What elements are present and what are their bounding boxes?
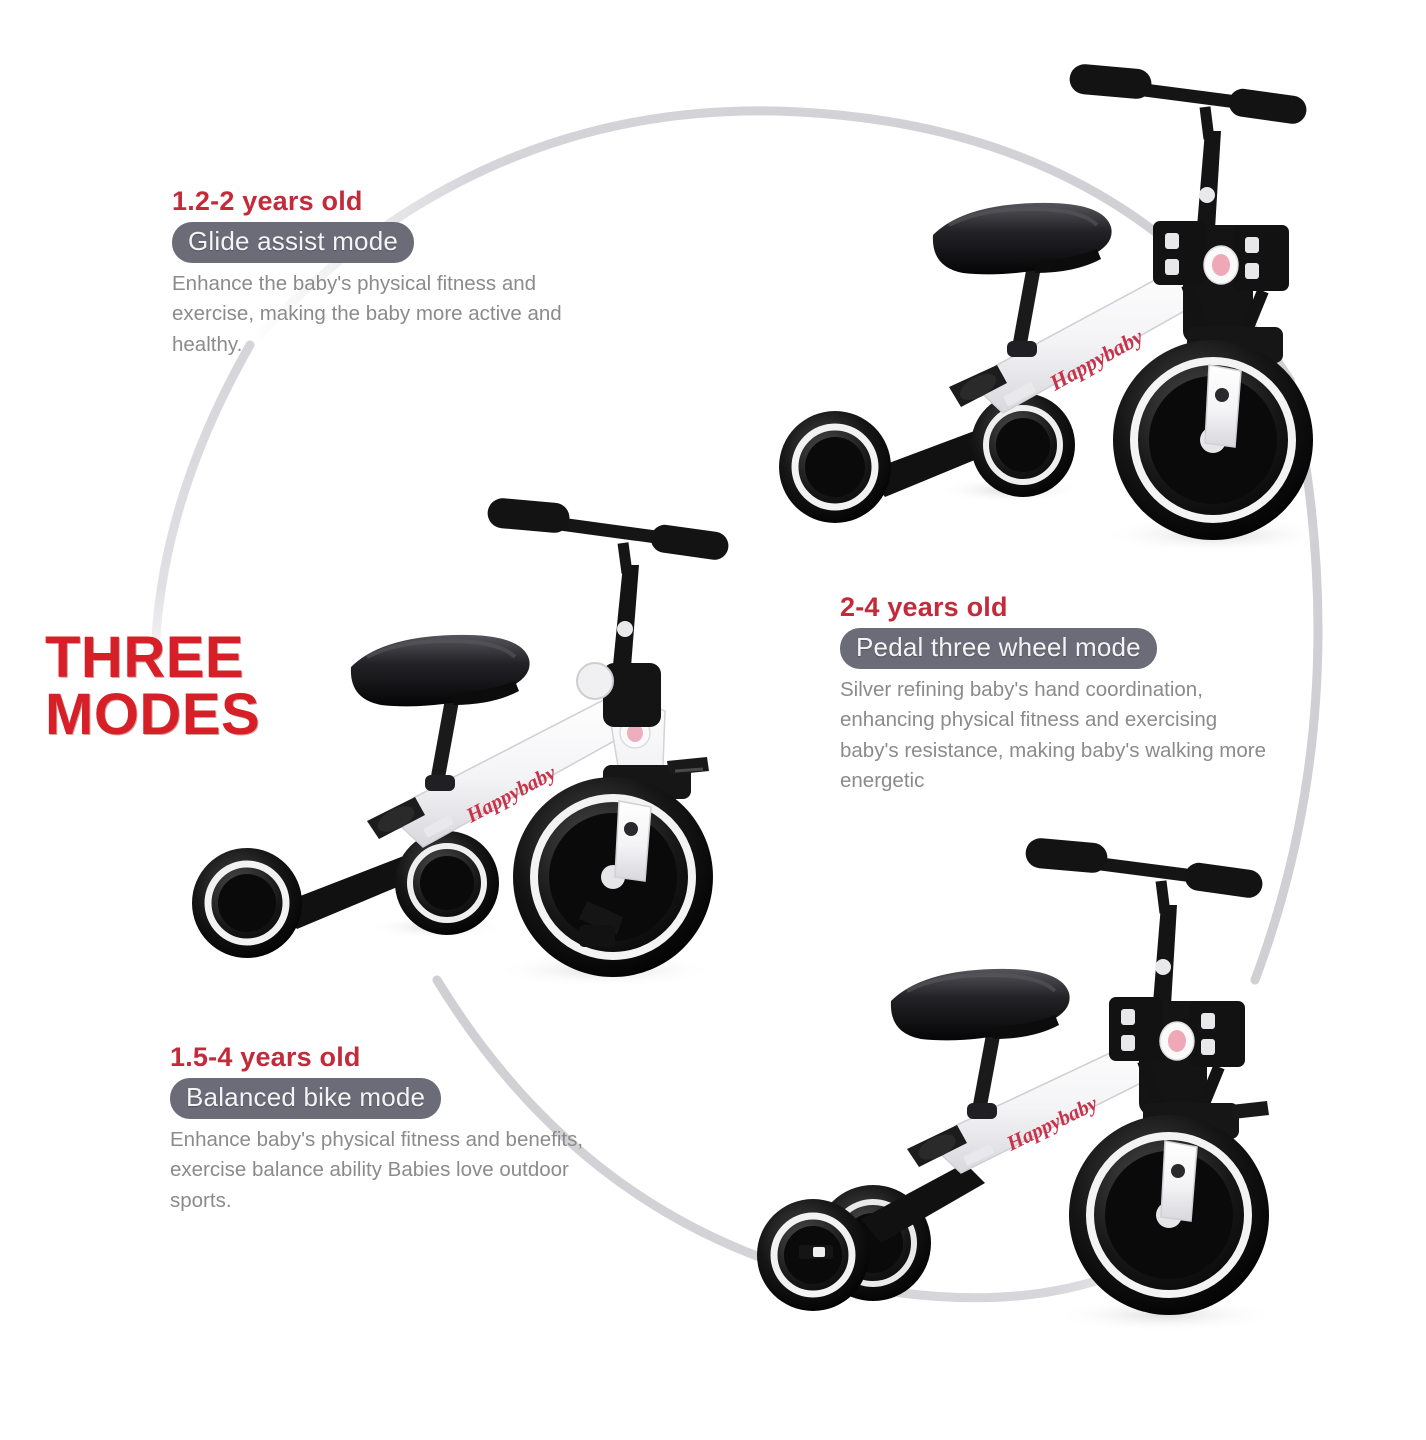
title-line-1: THREE [45,625,245,690]
handlebar [1069,64,1307,140]
front-wheel [513,777,713,977]
mode-age-glide: 1.2-2 years old [172,186,363,216]
product-image-pedal-mode: Happybaby [175,465,750,995]
rear-wheel-right [971,393,1075,497]
mode-badge-balance: Balanced bike mode [170,1078,442,1119]
mode-badge-glide: Glide assist mode [172,222,415,263]
rear-wheel-left [779,411,891,523]
page-title: THREE MODES [45,625,261,747]
rear-wheel-left [192,848,302,958]
title-line-2: MODES [45,681,261,747]
handlebar [1025,838,1263,914]
handlebar [487,498,729,574]
product-image-glide-mode: Happybaby [735,35,1335,565]
mode-desc-pedal: Silver refining baby's hand coordination… [840,678,1266,792]
mode-block-glide: 1.2-2 years old Glide assist mode Enhanc… [172,186,592,360]
seat [890,968,1070,1041]
mode-block-balance: 1.5-4 years old Balanced bike mode Enhan… [170,1042,590,1216]
mode-desc-balance: Enhance baby's physical fitness and bene… [170,1128,584,1212]
mode-badge-pedal: Pedal three wheel mode [840,628,1157,669]
mode-block-pedal: 2-4 years old Pedal three wheel mode Sil… [840,592,1270,796]
mode-age-pedal: 2-4 years old [840,592,1008,622]
rear-wheel-right [395,831,499,935]
seat [350,634,530,707]
product-image-balance-mode: Happybaby [725,815,1305,1335]
mode-desc-glide: Enhance the baby's physical fitness and … [172,272,562,356]
mode-age-balance: 1.5-4 years old [170,1042,361,1072]
seat [932,202,1112,275]
